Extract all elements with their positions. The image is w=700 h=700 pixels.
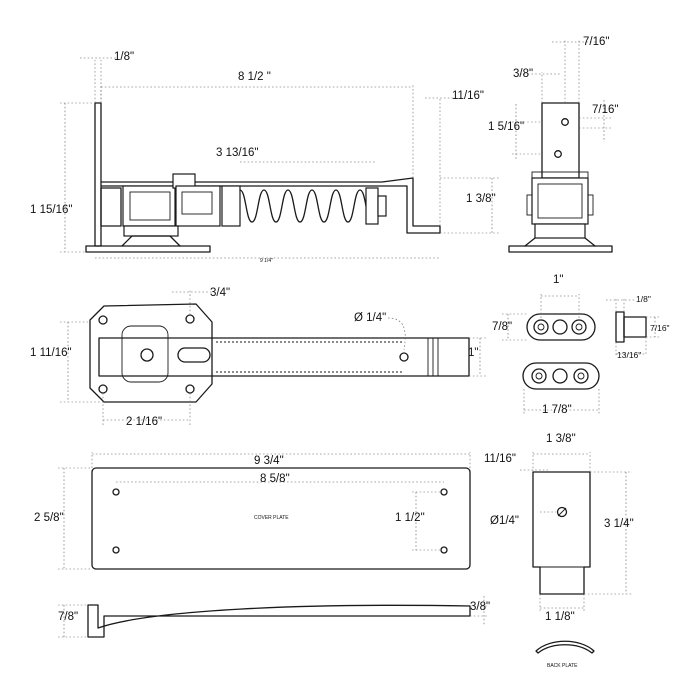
dim-bracket-height: 3 1/4" [604, 518, 634, 530]
dim-pin-dia: 7/16" [650, 323, 670, 333]
side-upper-hole [561, 118, 569, 126]
dim-front-height: 1 15/16" [30, 204, 72, 216]
side-upright [541, 102, 580, 179]
dim-plate-length: 9 3/4" [254, 455, 284, 467]
front-elevation-view: 1/8" 8 1/2 " 11/16" 3 13/16" 1 15/16" 1 … [30, 51, 500, 264]
side-lower-hole [554, 150, 562, 158]
arm-slot [177, 347, 211, 363]
cover-plate-view: COVER PLATE 9 3/4" 8 5/8" 2 5/8" 1 1/2" [34, 452, 471, 570]
dim-front-right-offset: 11/16" [452, 90, 484, 102]
washer-two-hole [526, 313, 596, 341]
vertical-wall-plate [94, 102, 102, 247]
flange-hole-tl [98, 315, 108, 325]
dim-front-right-height: 1 3/8" [466, 193, 496, 205]
dim-front-base-length: 9 1/4" [260, 258, 273, 264]
cover-plate-label: COVER PLATE [254, 515, 289, 521]
mounting-flange [89, 303, 213, 403]
dim-top-hole: Ø 1/4" [354, 312, 386, 324]
cover-hole-tl [112, 488, 120, 496]
dim-top-arm: 1" [468, 347, 478, 359]
cover-plate-outline [91, 467, 471, 570]
cover-plate-profile [87, 604, 471, 638]
dim-top-hole-spacing: 2 1/16" [126, 416, 162, 428]
bracket-outline [532, 471, 591, 595]
dim-side-slot: 1 5/16" [488, 121, 524, 133]
dim-plate-side-height: 7/8" [58, 611, 78, 623]
flange-hole-tr [185, 314, 195, 324]
pivot-foot [121, 235, 181, 247]
side-body-inner [537, 183, 583, 219]
dim-washer-length: 1 7/8" [542, 404, 572, 416]
cover-hole-tr [440, 488, 448, 496]
dim-plate-thickness: 3/8" [470, 601, 490, 613]
side-tab-left [526, 194, 533, 216]
side-body [531, 177, 589, 225]
dim-plate-hole-vertical: 1 1/2" [395, 512, 425, 524]
dim-plate-height: 2 5/8" [34, 512, 64, 524]
dim-top-height: 1 11/16" [30, 347, 72, 359]
washer-two-hole-mid [552, 319, 568, 335]
bracket-hole [556, 506, 568, 518]
dim-top-offset: 3/4" [210, 287, 230, 299]
cover-hole-br [440, 546, 448, 554]
dim-bracket-bottom: 1 1/8" [545, 611, 575, 623]
arm-end-ribs [427, 338, 439, 376]
bracket-view: 1 3/8" 11/16" Ø1/4" 3 1/4" 1 1/8" [484, 433, 634, 623]
top-arm-profile [100, 177, 441, 234]
spring-guide-inner [181, 191, 213, 215]
washer-three-hole [522, 362, 600, 390]
dim-washer-spacing: 1" [553, 274, 563, 286]
washer-two-hole-left [533, 319, 549, 335]
spring-guide [175, 185, 221, 227]
dim-front-spring: 3 13/16" [216, 147, 258, 159]
washer-two-hole-right [571, 319, 587, 335]
side-elevation-view: 7/16" 3/8" 7/16" 1 5/16" [488, 36, 618, 253]
cam-housing-inner [129, 191, 171, 221]
dim-bracket-left: 11/16" [484, 453, 516, 465]
side-tab-right [587, 194, 594, 216]
dim-side-left: 3/8" [513, 68, 533, 80]
spring-cap-right [365, 187, 379, 225]
side-base-plate [508, 245, 613, 253]
washer-parts: 1" 7/8" 1 7/8" [492, 274, 600, 416]
back-plate-view: BACK PLATE [535, 640, 595, 669]
pivot-hole [140, 348, 154, 362]
pin-part: 1/8" 7/16" 13/16" [606, 294, 670, 360]
flange-cam-outline [121, 325, 169, 383]
dim-pin-head: 1/8" [636, 294, 651, 304]
adjust-nut [377, 195, 387, 217]
back-plate-profile [535, 640, 595, 654]
dim-front-length: 8 1/2 " [238, 71, 271, 83]
base-plate [85, 245, 211, 253]
flange-hole-br [185, 384, 195, 394]
cover-hole-bl [112, 546, 120, 554]
dim-front-wall: 1/8" [114, 51, 134, 63]
pivot-collar [123, 225, 179, 237]
pin-shank [623, 316, 647, 338]
dim-side-hole: 7/16" [592, 104, 618, 116]
dim-side-top: 7/16" [583, 36, 609, 48]
dim-pin-len: 13/16" [617, 350, 641, 360]
dim-plate-hole-spacing: 8 5/8" [260, 473, 290, 485]
top-arm [98, 337, 470, 377]
pin-head [615, 311, 625, 343]
dim-bracket-hole: Ø1/4" [490, 515, 519, 527]
side-body-cap [531, 171, 589, 179]
side-collar [534, 223, 586, 239]
flange-hole-bl [98, 384, 108, 394]
dim-bracket-top: 1 3/8" [546, 433, 576, 445]
top-plan-view: 3/4" Ø 1/4" 1 11/16" 1" 2 1/16" [30, 287, 486, 428]
spring-cap-left [221, 185, 241, 227]
compression-spring [239, 189, 373, 223]
dim-washer-height: 7/8" [492, 321, 512, 333]
back-plate-label: BACK PLATE [547, 663, 578, 669]
hinge-block [100, 187, 122, 227]
top-arm-hole [399, 352, 409, 362]
cover-plate-side-view: 7/8" 3/8" [58, 596, 490, 638]
